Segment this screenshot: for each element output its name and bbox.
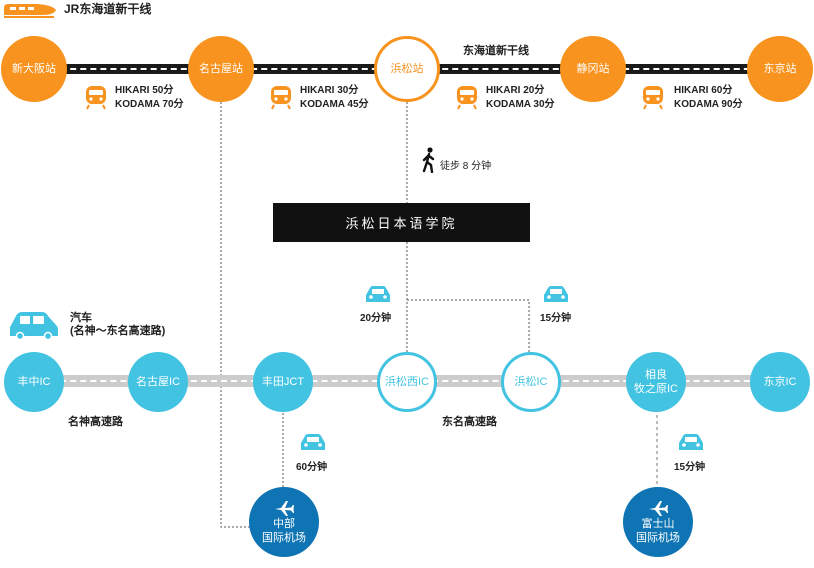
car-time-hamamatsu-nishi: 20分钟 (360, 313, 392, 324)
airport-fuji[interactable]: 富士山 国际机场 (623, 487, 693, 557)
airplane-icon (649, 501, 668, 516)
train-icon (457, 86, 477, 110)
segment-info-2: HIKARI 30分 KODAMA 45分 (300, 85, 369, 110)
jct-toyota[interactable]: 丰田JCT (253, 352, 313, 412)
ic-sagara-makinohara[interactable]: 相良 牧之原IC (626, 352, 686, 412)
segment-info-1: HIKARI 50分 KODAMA 70分 (115, 85, 184, 110)
ic-hamamatsu-nishi[interactable]: 浜松西IC (377, 352, 437, 412)
header-title: JR东海道新干线 (64, 2, 152, 16)
train-icon (643, 86, 663, 110)
station-nagoya[interactable]: 名古屋站 (188, 36, 254, 102)
ic-tokyo[interactable]: 东京IC (750, 352, 810, 412)
shinkansen-icon (4, 4, 56, 18)
ic-hamamatsu[interactable]: 浜松IC (501, 352, 561, 412)
car-time-chubu: 60分钟 (296, 462, 328, 473)
station-shizuoka[interactable]: 静冈站 (560, 36, 626, 102)
ic-nagoya[interactable]: 名古屋IC (128, 352, 188, 412)
car-icon (301, 434, 325, 450)
segment-info-4: HIKARI 60分 KODAMA 90分 (674, 85, 743, 110)
car-time-hamamatsu: 15分钟 (540, 313, 572, 324)
ic-toyonaka[interactable]: 丰中IC (4, 352, 64, 412)
segment-info-3: HIKARI 20分 KODAMA 30分 (486, 85, 555, 110)
airplane-icon (275, 501, 294, 516)
car-icon (366, 286, 390, 302)
tomei-expressway-label: 东名高速路 (442, 416, 497, 428)
station-hamamatsu[interactable]: 浜松站 (374, 36, 440, 102)
rail-line-label: 东海道新干线 (463, 45, 529, 57)
train-icon (86, 86, 106, 110)
meishin-expressway-label: 名神高速路 (68, 416, 123, 428)
station-tokyo[interactable]: 东京站 (747, 36, 813, 102)
train-icon (271, 86, 291, 110)
station-shin-osaka[interactable]: 新大阪站 (1, 36, 67, 102)
car-legend: 汽车 (名神～东名高速路) (70, 312, 166, 337)
airport-chubu[interactable]: 中部 国际机场 (249, 487, 319, 557)
car-main-icon (10, 312, 58, 340)
car-icon (544, 286, 568, 302)
school-name-box[interactable]: 浜松日本语学院 (273, 203, 530, 242)
car-icon (679, 434, 703, 450)
car-time-fuji: 15分钟 (674, 462, 706, 473)
walking-person-icon (422, 147, 435, 173)
walk-time: 徒步 8 分钟 (440, 161, 492, 172)
